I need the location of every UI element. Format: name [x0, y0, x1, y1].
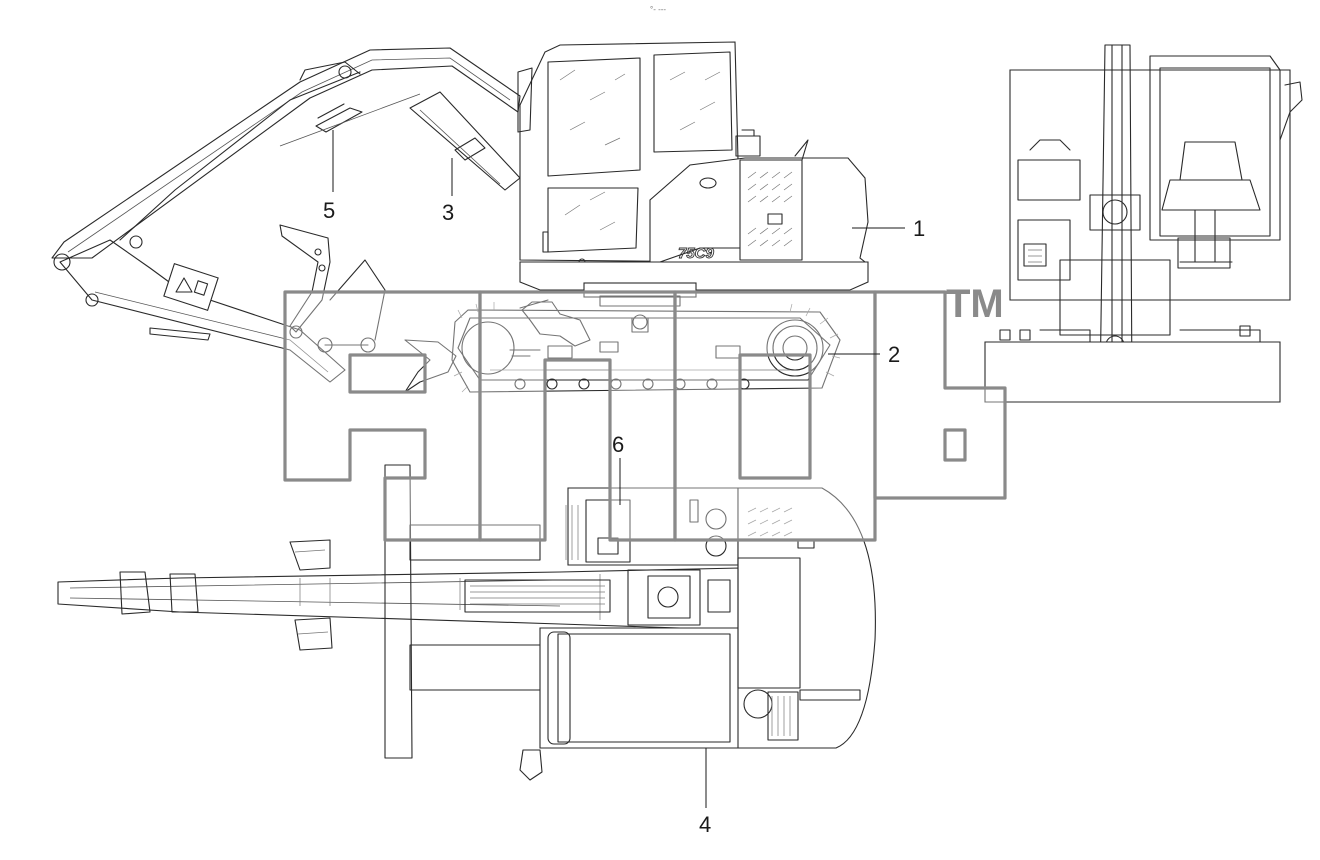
- callout-2: 2: [828, 342, 900, 367]
- svg-text:4: 4: [699, 812, 711, 837]
- engine-cover: 75C9: [649, 129, 869, 263]
- watermark-trademark: TM: [946, 282, 1004, 326]
- callout-3: 3: [442, 158, 454, 225]
- callout-5: 5: [323, 130, 335, 223]
- top-view: [57, 464, 876, 781]
- boom-decal-stripes: [279, 93, 421, 147]
- side-view: 75C9: [51, 41, 869, 393]
- svg-text:5: 5: [323, 198, 335, 223]
- model-badge: 75C9: [678, 245, 715, 262]
- callouts: 1 2 3 4 5 6: [323, 130, 925, 837]
- boom: [51, 47, 521, 271]
- callout-4: 4: [699, 748, 711, 837]
- front-view: [984, 44, 1303, 403]
- header-text: °- ---: [650, 5, 666, 14]
- watermark: TM: [283, 282, 1007, 542]
- boom-cylinder: [409, 91, 521, 191]
- track-rollers: [514, 378, 750, 390]
- svg-text:3: 3: [442, 200, 454, 225]
- svg-text:2: 2: [888, 342, 900, 367]
- warning-decal: [163, 263, 219, 311]
- callout-1: 1: [852, 216, 925, 241]
- svg-text:1: 1: [913, 216, 925, 241]
- bucket-linkage: [279, 224, 386, 353]
- callout-6: 6: [612, 432, 624, 505]
- svg-text:6: 6: [612, 432, 624, 457]
- arm: [59, 235, 346, 383]
